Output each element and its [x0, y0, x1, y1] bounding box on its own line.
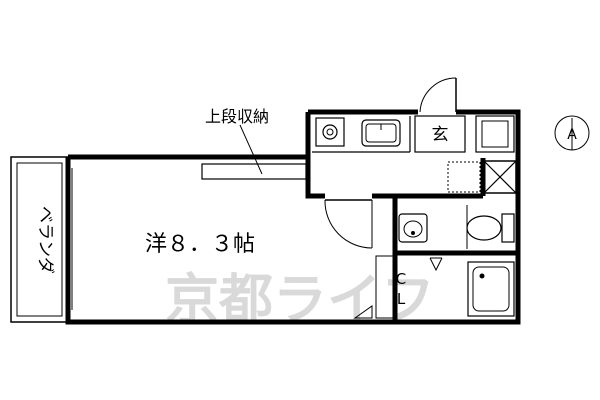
- washbasin-icon: [398, 213, 428, 243]
- washer-space-icon: [483, 160, 517, 194]
- door-marker: [353, 305, 373, 319]
- closet: [375, 255, 394, 319]
- kitchen-counter: [312, 116, 411, 153]
- storage-square: [475, 115, 515, 153]
- closet-label-c: C: [396, 270, 406, 288]
- north-arrow-icon: [554, 115, 590, 151]
- upper-storage-shelf: [201, 163, 307, 180]
- core-walls: [305, 109, 521, 325]
- kitchen-sink-icon: [361, 119, 401, 147]
- stove-icon: [315, 117, 345, 147]
- toilet-icon: [466, 205, 515, 249]
- entrance-door: [419, 77, 457, 113]
- balcony-label: ベランダ: [35, 206, 55, 274]
- room-door: [324, 199, 373, 249]
- entrance-area: [414, 115, 466, 153]
- room-walls: [65, 154, 372, 325]
- bath-door: [429, 257, 443, 272]
- room-label: 洋８．３帖: [145, 232, 255, 257]
- entrance-label: 玄: [432, 125, 449, 145]
- fridge-space: [447, 161, 481, 193]
- closet-label-l: L: [397, 290, 406, 308]
- upper-storage-leader: [239, 124, 263, 175]
- bathtub-icon: [467, 261, 515, 317]
- upper-storage-label: 上段収納: [205, 107, 269, 126]
- north-label: A: [567, 127, 577, 143]
